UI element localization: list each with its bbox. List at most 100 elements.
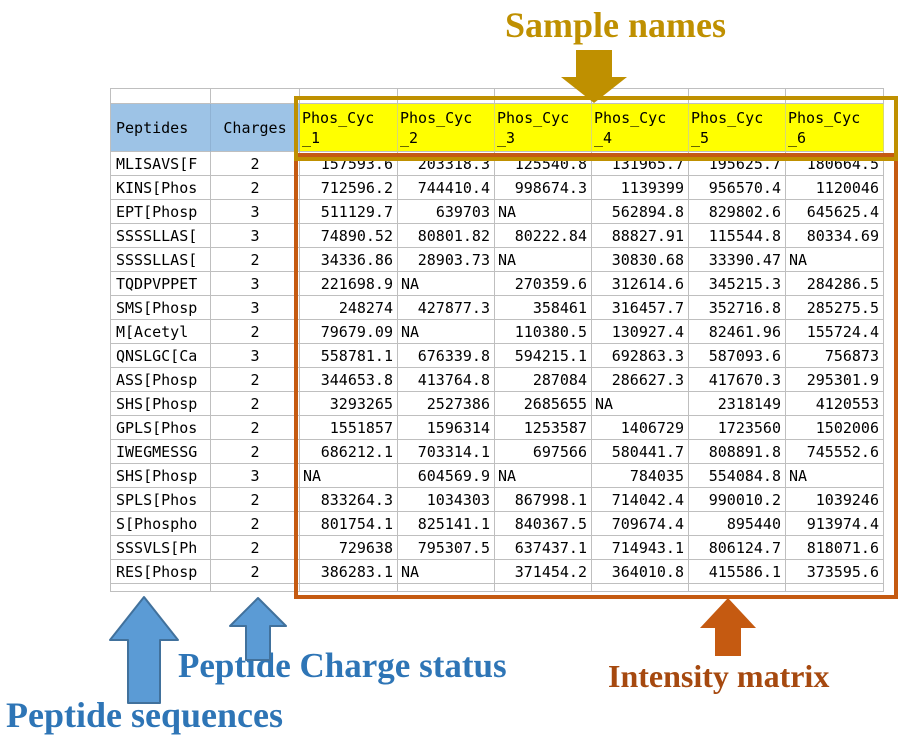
empty-cell[interactable] (111, 584, 211, 592)
intensity-cell[interactable]: 125540.8 (495, 152, 592, 176)
peptide-cell[interactable]: SHS[Phosp (111, 464, 211, 488)
intensity-cell[interactable]: 801754.1 (300, 512, 398, 536)
intensity-cell[interactable]: 913974.4 (786, 512, 884, 536)
intensity-cell[interactable]: 30830.68 (592, 248, 689, 272)
intensity-cell[interactable]: 157593.6 (300, 152, 398, 176)
intensity-cell[interactable]: 692863.3 (592, 344, 689, 368)
charge-cell[interactable]: 2 (211, 488, 300, 512)
empty-cell[interactable] (689, 89, 786, 104)
intensity-cell[interactable]: 840367.5 (495, 512, 592, 536)
intensity-cell[interactable]: 287084 (495, 368, 592, 392)
charge-cell[interactable]: 3 (211, 344, 300, 368)
peptide-cell[interactable]: SPLS[Phos (111, 488, 211, 512)
intensity-cell[interactable]: 829802.6 (689, 200, 786, 224)
peptide-cell[interactable]: QNSLGC[Ca (111, 344, 211, 368)
intensity-cell[interactable]: 1502006 (786, 416, 884, 440)
intensity-cell[interactable]: 34336.86 (300, 248, 398, 272)
intensity-cell[interactable]: 825141.1 (398, 512, 495, 536)
intensity-cell[interactable]: 3293265 (300, 392, 398, 416)
intensity-cell[interactable]: 729638 (300, 536, 398, 560)
intensity-cell[interactable]: NA (300, 464, 398, 488)
peptide-cell[interactable]: ASS[Phosp (111, 368, 211, 392)
intensity-cell[interactable]: 756873 (786, 344, 884, 368)
intensity-cell[interactable]: 80334.69 (786, 224, 884, 248)
empty-cell[interactable] (786, 89, 884, 104)
empty-cell[interactable] (398, 584, 495, 592)
intensity-cell[interactable]: 344653.8 (300, 368, 398, 392)
peptide-cell[interactable]: M[Acetyl (111, 320, 211, 344)
intensity-cell[interactable]: 358461 (495, 296, 592, 320)
intensity-cell[interactable]: 784035 (592, 464, 689, 488)
charge-cell[interactable]: 2 (211, 392, 300, 416)
intensity-cell[interactable]: 795307.5 (398, 536, 495, 560)
empty-cell[interactable] (300, 584, 398, 592)
charges-header-cell[interactable]: Charges (211, 104, 300, 152)
charge-cell[interactable]: 3 (211, 464, 300, 488)
charge-cell[interactable]: 2 (211, 536, 300, 560)
intensity-cell[interactable]: 511129.7 (300, 200, 398, 224)
sample-header-cell[interactable]: Phos_Cyc_5 (689, 104, 786, 152)
intensity-cell[interactable]: 2527386 (398, 392, 495, 416)
intensity-cell[interactable]: 386283.1 (300, 560, 398, 584)
intensity-cell[interactable]: 1253587 (495, 416, 592, 440)
sample-header-cell[interactable]: Phos_Cyc_4 (592, 104, 689, 152)
intensity-cell[interactable]: 352716.8 (689, 296, 786, 320)
intensity-cell[interactable]: 554084.8 (689, 464, 786, 488)
intensity-cell[interactable]: NA (495, 464, 592, 488)
peptide-cell[interactable]: KINS[Phos (111, 176, 211, 200)
peptides-header-cell[interactable]: Peptides (111, 104, 211, 152)
intensity-cell[interactable]: 639703 (398, 200, 495, 224)
charge-cell[interactable]: 2 (211, 416, 300, 440)
empty-cell[interactable] (495, 584, 592, 592)
intensity-cell[interactable]: 417670.3 (689, 368, 786, 392)
intensity-cell[interactable]: 82461.96 (689, 320, 786, 344)
intensity-cell[interactable]: 28903.73 (398, 248, 495, 272)
intensity-cell[interactable]: 4120553 (786, 392, 884, 416)
intensity-cell[interactable]: 645625.4 (786, 200, 884, 224)
peptide-cell[interactable]: SSSSLLAS[ (111, 224, 211, 248)
empty-cell[interactable] (786, 584, 884, 592)
empty-cell[interactable] (689, 584, 786, 592)
peptide-cell[interactable]: SMS[Phosp (111, 296, 211, 320)
intensity-cell[interactable]: 744410.4 (398, 176, 495, 200)
intensity-cell[interactable]: 312614.6 (592, 272, 689, 296)
empty-cell[interactable] (211, 89, 300, 104)
charge-cell[interactable]: 2 (211, 368, 300, 392)
intensity-cell[interactable]: 1551857 (300, 416, 398, 440)
intensity-cell[interactable]: 115544.8 (689, 224, 786, 248)
intensity-cell[interactable]: 284286.5 (786, 272, 884, 296)
intensity-cell[interactable]: 712596.2 (300, 176, 398, 200)
sample-header-cell[interactable]: Phos_Cyc_1 (300, 104, 398, 152)
charge-cell[interactable]: 3 (211, 200, 300, 224)
intensity-cell[interactable]: 714042.4 (592, 488, 689, 512)
intensity-cell[interactable]: 703314.1 (398, 440, 495, 464)
intensity-cell[interactable]: 286627.3 (592, 368, 689, 392)
sample-header-cell[interactable]: Phos_Cyc_3 (495, 104, 592, 152)
intensity-cell[interactable]: 364010.8 (592, 560, 689, 584)
intensity-cell[interactable]: NA (495, 200, 592, 224)
intensity-cell[interactable]: 1120046 (786, 176, 884, 200)
intensity-cell[interactable]: 806124.7 (689, 536, 786, 560)
charge-cell[interactable]: 3 (211, 296, 300, 320)
charge-cell[interactable]: 2 (211, 440, 300, 464)
peptide-cell[interactable]: S[Phospho (111, 512, 211, 536)
intensity-cell[interactable]: NA (592, 392, 689, 416)
intensity-cell[interactable]: 79679.09 (300, 320, 398, 344)
intensity-cell[interactable]: 155724.4 (786, 320, 884, 344)
intensity-cell[interactable]: 580441.7 (592, 440, 689, 464)
intensity-cell[interactable]: 270359.6 (495, 272, 592, 296)
intensity-cell[interactable]: 427877.3 (398, 296, 495, 320)
empty-cell[interactable] (592, 584, 689, 592)
intensity-cell[interactable]: 221698.9 (300, 272, 398, 296)
charge-cell[interactable]: 2 (211, 248, 300, 272)
empty-cell[interactable] (111, 89, 211, 104)
intensity-cell[interactable]: 1406729 (592, 416, 689, 440)
intensity-cell[interactable]: 587093.6 (689, 344, 786, 368)
charge-cell[interactable]: 3 (211, 224, 300, 248)
peptide-cell[interactable]: SHS[Phosp (111, 392, 211, 416)
intensity-cell[interactable]: 714943.1 (592, 536, 689, 560)
intensity-cell[interactable]: NA (398, 272, 495, 296)
intensity-cell[interactable]: 371454.2 (495, 560, 592, 584)
intensity-cell[interactable]: 345215.3 (689, 272, 786, 296)
intensity-cell[interactable]: NA (398, 560, 495, 584)
